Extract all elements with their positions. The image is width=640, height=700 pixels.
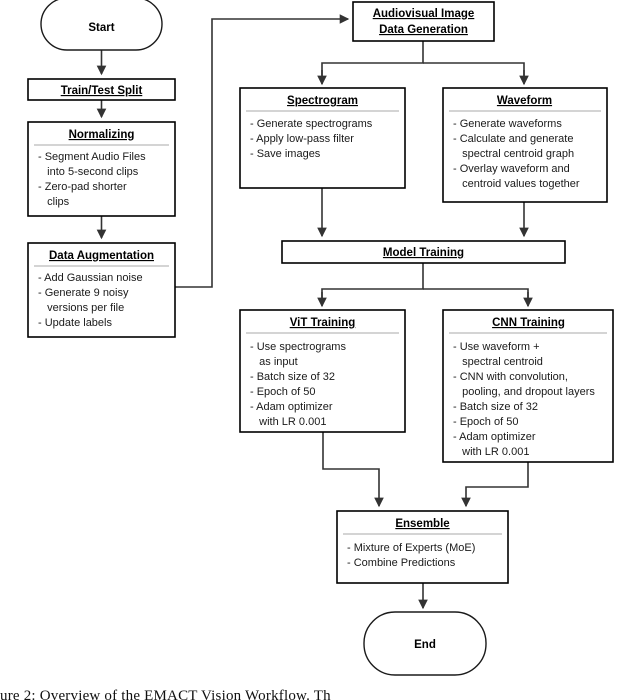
- data-augmentation-item-3: - Update labels: [38, 317, 112, 329]
- node-vit-training[interactable]: ViT Training - Use spectrograms as input…: [239, 309, 406, 433]
- spectrogram-item-2: - Save images: [250, 148, 321, 160]
- cnn-training-box: [442, 309, 614, 463]
- cnn-training-item-7: with LR 0.001: [453, 446, 529, 458]
- audiovisual-title-line2: Data Generation: [379, 24, 468, 36]
- vit-training-box: [239, 309, 406, 433]
- normalizing-item-1: into 5-second clips: [38, 166, 139, 178]
- normalizing-item-0: - Segment Audio Files: [38, 151, 146, 163]
- edge-cnn-to-ensemble: [461, 462, 529, 508]
- cnn-training-item-6: - Adam optimizer: [453, 431, 536, 443]
- cnn-training-item-3: pooling, and dropout layers: [453, 386, 595, 398]
- end-label: End: [414, 639, 436, 651]
- node-train-test-split[interactable]: Train/Test Split: [27, 78, 176, 101]
- data-augmentation-title: Data Augmentation: [49, 250, 154, 262]
- vit-training-item-2: - Batch size of 32: [250, 371, 335, 383]
- vit-training-item-0: - Use spectrograms: [250, 341, 346, 353]
- waveform-item-3: - Overlay waveform and: [453, 163, 570, 175]
- vit-training-item-1: as input: [250, 356, 298, 368]
- normalizing-box: [27, 121, 176, 217]
- figure-caption: ure 2: Overview of the EMACT Vision Work…: [0, 688, 331, 700]
- end-shape: [363, 611, 487, 676]
- start-label: Start: [88, 22, 114, 34]
- normalizing-title: Normalizing: [69, 129, 135, 141]
- waveform-item-1: - Calculate and generate: [453, 133, 573, 145]
- spectrogram-item-1: - Apply low-pass filter: [250, 133, 354, 145]
- node-cnn-training[interactable]: CNN Training - Use waveform + spectral c…: [442, 309, 614, 463]
- node-normalizing[interactable]: Normalizing - Segment Audio Files into 5…: [27, 121, 176, 217]
- waveform-item-2: spectral centroid graph: [453, 148, 574, 160]
- vit-training-item-4: - Adam optimizer: [250, 401, 333, 413]
- cnn-training-item-1: spectral centroid: [453, 356, 543, 368]
- node-start[interactable]: Start: [40, 0, 163, 51]
- train-test-split-title: Train/Test Split: [61, 85, 143, 97]
- edges-layer: [96, 14, 533, 610]
- cnn-training-item-4: - Batch size of 32: [453, 401, 538, 413]
- cnn-training-item-5: - Epoch of 50: [453, 416, 518, 428]
- model-training-title: Model Training: [383, 247, 464, 259]
- audiovisual-box: [352, 1, 495, 42]
- node-audiovisual-image-data-generation[interactable]: Audiovisual Image Data Generation: [352, 1, 495, 42]
- cnn-training-item-0: - Use waveform +: [453, 341, 540, 353]
- data-augmentation-item-1: - Generate 9 noisy: [38, 287, 129, 299]
- train-test-split-box: [27, 78, 176, 101]
- ensemble-item-0: - Mixture of Experts (MoE): [347, 542, 475, 554]
- vit-training-item-3: - Epoch of 50: [250, 386, 315, 398]
- edge-model-training-to-cnn-branch: [423, 288, 529, 305]
- edge-model-training-trunk: [321, 263, 424, 305]
- ensemble-box: [336, 510, 509, 584]
- vit-training-title: ViT Training: [290, 317, 356, 329]
- ensemble-title: Ensemble: [395, 518, 449, 530]
- edge-audiovisual-trunk: [321, 41, 424, 83]
- node-model-training[interactable]: Model Training: [281, 240, 566, 264]
- normalizing-item-2: - Zero-pad shorter: [38, 181, 127, 193]
- waveform-item-4: centroid values together: [453, 178, 580, 190]
- data-augmentation-item-0: - Add Gaussian noise: [38, 272, 143, 284]
- node-end[interactable]: End: [363, 611, 487, 676]
- edge-vit-to-ensemble: [322, 432, 384, 508]
- node-data-augmentation[interactable]: Data Augmentation - Add Gaussian noise -…: [27, 242, 176, 338]
- vit-training-item-5: with LR 0.001: [250, 416, 326, 428]
- model-training-box: [281, 240, 566, 264]
- waveform-title: Waveform: [497, 95, 552, 107]
- spectrogram-box: [239, 87, 406, 189]
- node-spectrogram[interactable]: Spectrogram - Generate spectrograms - Ap…: [239, 87, 406, 189]
- node-ensemble[interactable]: Ensemble - Mixture of Experts (MoE) - Co…: [336, 510, 509, 584]
- spectrogram-item-0: - Generate spectrograms: [250, 118, 373, 130]
- waveform-box: [442, 87, 608, 203]
- data-augmentation-box: [27, 242, 176, 338]
- audiovisual-title-line1: Audiovisual Image: [373, 8, 475, 20]
- waveform-item-0: - Generate waveforms: [453, 118, 562, 130]
- spectrogram-title: Spectrogram: [287, 95, 358, 107]
- data-augmentation-item-2: versions per file: [38, 302, 124, 314]
- ensemble-item-1: - Combine Predictions: [347, 557, 456, 569]
- normalizing-item-3: clips: [38, 196, 70, 208]
- node-waveform[interactable]: Waveform - Generate waveforms - Calculat…: [442, 87, 608, 203]
- cnn-training-item-2: - CNN with convolution,: [453, 371, 568, 383]
- edge-data-augmentation-to-audiovisual: [175, 14, 350, 288]
- edge-audiovisual-to-waveform-branch: [423, 62, 525, 83]
- start-shape: [40, 0, 163, 51]
- cnn-training-title: CNN Training: [492, 317, 565, 329]
